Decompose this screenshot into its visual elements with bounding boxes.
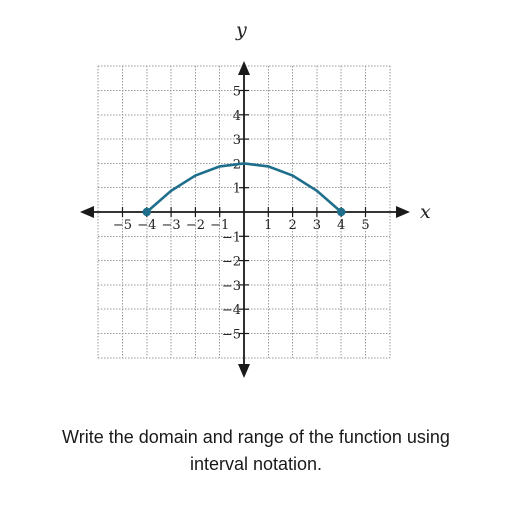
- x-tick-label: 4: [337, 218, 345, 233]
- question-line-2: interval notation.: [189, 454, 323, 474]
- x-tick-label: −1: [210, 218, 229, 233]
- x-tick-label: 5: [361, 218, 369, 233]
- x-tick-label: 1: [264, 218, 272, 233]
- function-curve: [145, 162, 343, 214]
- x-axis-right-arrow-icon: [396, 206, 410, 218]
- y-tick-label: −5: [222, 328, 241, 343]
- x-tick-label: −5: [113, 218, 132, 233]
- y-tick-label: −2: [222, 255, 241, 270]
- y-axis-up-arrow-icon: [238, 61, 250, 75]
- x-tick-label: 2: [288, 218, 296, 233]
- y-tick-label: −3: [222, 279, 241, 294]
- y-tick-label: 4: [233, 109, 241, 124]
- curve-endpoint: [142, 207, 151, 217]
- y-tick-label: 3: [233, 133, 241, 148]
- y-tick-label: 5: [233, 85, 241, 100]
- x-axis-label: x: [420, 201, 431, 223]
- question-line-1: Write the domain and range of the functi…: [62, 427, 450, 447]
- plotted-series: [142, 162, 346, 217]
- x-tick-label: −3: [162, 218, 181, 233]
- y-axis-down-arrow-icon: [238, 364, 250, 378]
- x-tick-label: −2: [186, 218, 205, 233]
- x-axis-left-arrow-icon: [80, 206, 94, 218]
- axes: x y: [80, 19, 431, 378]
- y-tick-label: 1: [233, 182, 241, 197]
- question-text: Write the domain and range of the functi…: [0, 424, 512, 478]
- curve-endpoint: [337, 207, 346, 217]
- y-axis-label: y: [235, 19, 247, 41]
- x-tick-label: −4: [137, 218, 156, 233]
- y-tick-label: −4: [222, 303, 241, 318]
- x-tick-label: 3: [313, 218, 321, 233]
- y-tick-label: −1: [222, 230, 241, 245]
